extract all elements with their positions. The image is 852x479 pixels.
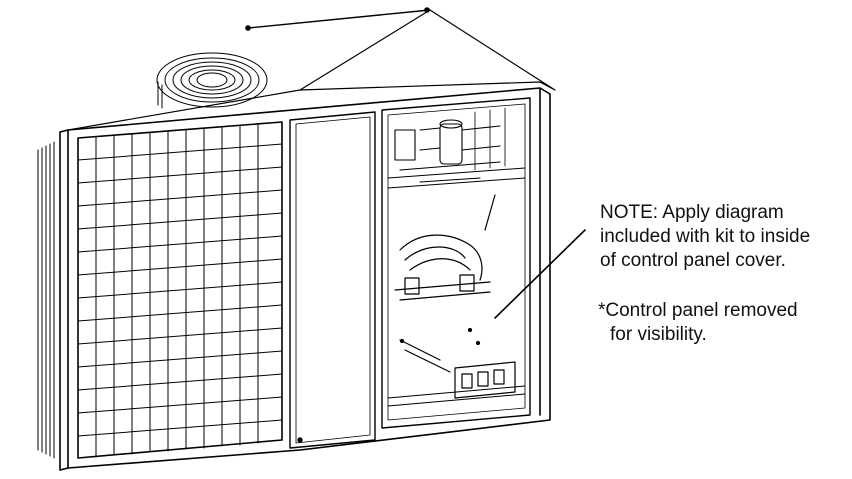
- cabinet-outline: [59, 87, 551, 471]
- visibility-line-2: for visibility.: [610, 324, 707, 345]
- fan-guard: [156, 52, 268, 109]
- upper-components: [394, 107, 506, 183]
- wiring-harness: [394, 194, 496, 301]
- terminal-block: [399, 327, 516, 399]
- control-compartment: [381, 97, 531, 429]
- note-text: NOTE: Apply diagram included with kit to…: [600, 201, 810, 273]
- access-panel: [289, 111, 376, 449]
- note-line-1: NOTE: Apply diagram: [600, 202, 784, 223]
- note-leader-line: [494, 229, 586, 319]
- note-line-3: of control panel cover.: [600, 250, 786, 271]
- visibility-line-1: *Control panel removed: [598, 300, 798, 321]
- cabinet-top: [67, 7, 556, 131]
- visibility-note: *Control panel removed for visibility.: [598, 299, 798, 347]
- note-line-2: included with kit to inside: [600, 226, 811, 247]
- coil-grille: [37, 121, 283, 459]
